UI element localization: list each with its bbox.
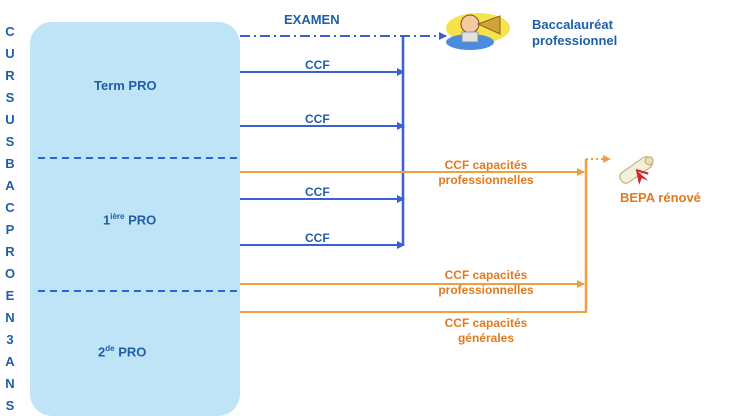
side-letter: U xyxy=(5,46,15,61)
side-letter: O xyxy=(4,266,16,281)
examen-label: EXAMEN xyxy=(284,12,340,27)
side-letter: A xyxy=(5,178,15,193)
side-letter: S xyxy=(5,90,15,105)
ccf-label-1: CCF xyxy=(305,58,330,72)
side-letter: C xyxy=(5,24,15,39)
ccf-label-3: CCF xyxy=(305,185,330,199)
ccf-pro-label-2: CCF capacités professionnelles xyxy=(438,268,534,297)
side-letter: A xyxy=(5,354,15,369)
bepa-diploma-icon xyxy=(619,156,654,185)
side-letter: 3 xyxy=(6,332,14,347)
side-letter: B xyxy=(5,156,15,171)
side-letter: S xyxy=(5,398,15,413)
level-term-pro: Term PRO xyxy=(94,78,157,93)
side-letter: R xyxy=(5,68,15,83)
side-letter: N xyxy=(5,376,15,391)
ccf-pro-label-1: CCF capacités professionnelles xyxy=(438,158,534,187)
ccf-label-4: CCF xyxy=(305,231,330,245)
bepa-label: BEPA rénové xyxy=(620,190,701,205)
bac-pro-label: Baccalauréat professionnel xyxy=(532,17,618,48)
side-letter: P xyxy=(5,222,15,237)
side-letter: C xyxy=(5,200,15,215)
cursus-box xyxy=(30,22,240,416)
ccf-gen-label: CCF capacités générales xyxy=(444,316,528,345)
bac-pro-illustration-icon xyxy=(446,13,510,50)
ccf-label-2: CCF xyxy=(305,112,330,126)
side-letter: N xyxy=(5,310,15,325)
side-letter: R xyxy=(5,244,15,259)
side-letter: U xyxy=(5,112,15,127)
side-letter: E xyxy=(5,288,15,303)
level-seconde-pro: 2de PRO xyxy=(98,344,147,360)
side-letter: S xyxy=(5,134,15,149)
level-premiere-pro: 1ière PRO xyxy=(103,212,157,228)
